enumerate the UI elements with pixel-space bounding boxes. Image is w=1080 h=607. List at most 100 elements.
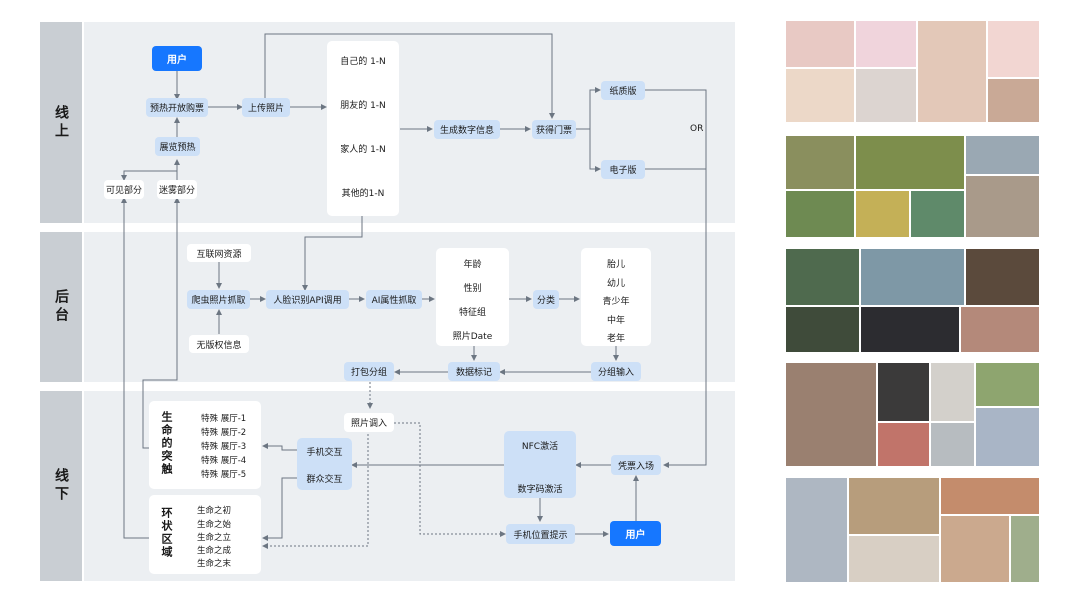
photo [910,190,965,238]
age-groups-list: 胎儿 幼儿 青少年 中年 老年 [581,248,651,346]
attribute-item: 特征组 [458,308,486,318]
photo [940,477,1040,515]
photo [860,306,960,353]
life-breakthrough-panel: 生命的突触 特殊 展厅-1 特殊 展厅-2 特殊 展厅-3 特殊 展厅-4 特殊… [149,401,261,489]
pack-group-node: 打包分组 [344,362,394,381]
internet-resources-node: 互联网资源 [187,244,251,262]
code-activate-label: 数字码激活 [517,485,563,495]
photo [785,248,860,306]
fog-part-node: 迷雾部分 [157,180,197,199]
presale-node: 预热开放购票 [146,98,208,117]
photo [855,68,917,123]
baby-photo-collage [785,20,1040,123]
interaction-panel: 手机交互 群众交互 [297,438,352,490]
group-input-node: 分组输入 [591,362,641,381]
life-stage-item: 生命之成 [197,546,232,556]
age-group-item: 胎儿 [606,260,625,270]
get-ticket-node: 获得门票 [532,120,576,139]
flow-diagram: 线上 后台 线下 [40,22,735,581]
ring-area-panel: 环状区域 生命之初 生命之始 生命之立 生命之成 生命之末 [149,495,261,574]
age-group-item: 幼儿 [606,279,625,289]
photo [877,362,930,422]
photo [860,248,965,306]
upload-photos-node: 上传照片 [242,98,290,117]
classify-node: 分类 [533,290,559,309]
ticket-entry-node: 凭票入场 [611,455,661,475]
hall-item: 特殊 展厅-2 [201,428,247,438]
photo [855,190,910,238]
photo [877,422,930,467]
age-group-item: 青少年 [602,297,630,307]
photo [930,422,975,467]
hall-item: 特殊 展厅-4 [201,456,247,466]
hall-item: 特殊 展厅-3 [201,442,247,452]
activation-panel: NFC激活 数字码激活 [504,431,576,498]
band-backend-label: 后台 [40,232,82,382]
life-stage-item: 生命之始 [197,520,232,530]
photo [785,477,848,583]
photo-source-item: 其他的1-N [341,189,385,199]
ring-area-title: 环状区域 [160,507,173,559]
photo [965,135,1040,175]
age-group-item: 老年 [606,334,625,344]
photo-sources-list: 自己的 1-N 朋友的 1-N 家人的 1-N 其他的1-N [327,41,399,216]
photo [987,20,1040,78]
photo [855,20,917,68]
band-offline-label: 线下 [40,391,82,581]
adult-photo-collage [785,362,1040,467]
elderly-photo-collage [785,477,1040,583]
photo [785,362,877,467]
life-breakthrough-title: 生命的突触 [160,411,173,476]
user-node-online: 用户 [152,46,202,71]
children-photo-collage [785,135,1040,238]
band-online-label: 线上 [40,22,82,223]
photo [1010,515,1040,583]
user-node-offline: 用户 [610,521,661,546]
crawler-node: 爬虫照片抓取 [187,290,250,309]
photo [785,20,855,68]
photo [965,248,1040,306]
generate-digital-node: 生成数字信息 [434,120,500,139]
age-group-item: 中年 [606,316,625,326]
photo [960,306,1040,353]
photo [965,175,1040,238]
photo-load-node: 照片调入 [344,413,394,432]
hall-item: 特殊 展厅-1 [201,414,247,424]
photo [855,135,965,190]
hall-item: 特殊 展厅-5 [201,470,247,480]
photo [785,190,855,238]
exhibit-presale-node: 展览预热 [155,137,200,156]
photo [940,515,1010,583]
photo-source-item: 家人的 1-N [340,145,386,155]
photo [785,306,860,353]
attribute-item: 年龄 [463,260,482,270]
life-stage-item: 生命之立 [197,533,232,543]
data-mark-node: 数据标记 [448,362,500,381]
e-ticket-node: 电子版 [601,160,645,179]
crowd-interact-label: 群众交互 [306,475,343,485]
ai-attribute-node: AI属性抓取 [366,290,422,309]
photo [917,20,987,123]
face-api-node: 人脸识别API调用 [266,290,349,309]
photo [975,407,1040,467]
phone-interact-label: 手机交互 [306,448,343,458]
attributes-list: 年龄 性别 特征组 照片Date [436,248,509,346]
photo [785,135,855,190]
or-label: OR [690,124,704,134]
life-stage-item: 生命之初 [197,506,232,516]
photo [848,535,940,583]
nfc-activate-label: NFC激活 [521,442,559,452]
youth-photo-collage [785,248,1040,353]
attribute-item: 性别 [463,284,482,294]
photo [987,78,1040,123]
photo [930,362,975,422]
photo-source-item: 朋友的 1-N [340,101,386,111]
phone-location-node: 手机位置提示 [506,524,575,544]
attribute-item: 照片Date [452,332,493,342]
photo [785,68,855,123]
paper-ticket-node: 纸质版 [601,81,645,100]
photo-source-item: 自己的 1-N [340,57,386,67]
photo [975,362,1040,407]
photo [848,477,940,535]
visible-part-node: 可见部分 [104,180,144,199]
